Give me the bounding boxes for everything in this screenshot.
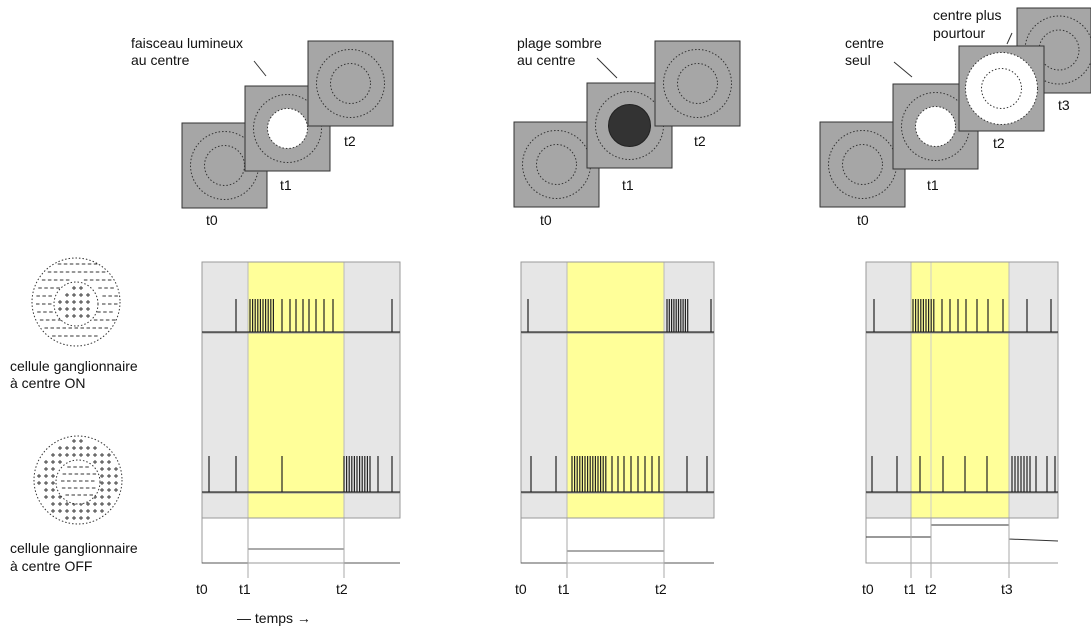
- frame-label-t0: t0: [206, 212, 218, 228]
- spike-train-off-cell: [202, 456, 400, 493]
- tick-t2: t2: [655, 581, 667, 597]
- off-cell-label-1: cellule ganglionnaire: [10, 540, 138, 556]
- caption-line-1: plage sombre: [517, 35, 602, 51]
- panel-center-surround: t0 t1 t2 t3 centre seul centre plus pour…: [819, 7, 1091, 597]
- on-center-receptive-field: [31, 257, 121, 347]
- stimulus-trace: [520, 518, 714, 578]
- tick-t2: t2: [925, 581, 937, 597]
- tick-t0: t0: [515, 581, 527, 597]
- spike-train-off-cell: [521, 456, 714, 493]
- frame-label-t1: t1: [622, 177, 634, 193]
- frame-label-t1: t1: [280, 177, 292, 193]
- off-cell-label-2: à centre OFF: [10, 558, 92, 574]
- frame-t2: [654, 40, 741, 127]
- dark-spot: [608, 104, 651, 147]
- frame-t0: [513, 121, 600, 208]
- stimulus-frames: [181, 40, 394, 209]
- caption-line-2: au centre: [517, 52, 576, 68]
- spike-train-on-cell: [202, 299, 400, 333]
- frame-label-t2: t2: [694, 133, 706, 149]
- frame-label-t1: t1: [927, 177, 939, 193]
- frame-t2: [307, 40, 394, 127]
- tick-t1: t1: [904, 581, 916, 597]
- tick-t0: t0: [196, 581, 208, 597]
- stimulus-frames: [819, 7, 1091, 208]
- tick-t3: t3: [1001, 581, 1013, 597]
- frame-label-t0: t0: [857, 212, 869, 228]
- caption-line-1: faisceau lumineux: [131, 35, 243, 51]
- caption-pointer: [596, 57, 618, 79]
- caption-center-surround-1: centre plus: [933, 7, 1001, 23]
- stimulus-band: [911, 262, 1009, 518]
- caption-center-alone-2: seul: [845, 52, 871, 68]
- tick-t1: t1: [239, 581, 251, 597]
- frame-label-t2: t2: [993, 135, 1005, 151]
- frame-t2: [958, 45, 1045, 132]
- panel-light-center: t0 t1 t2 faisceau lumineux au centre t0 …: [131, 35, 401, 626]
- tick-t1: t1: [558, 581, 570, 597]
- on-cell-label-2: à centre ON: [10, 375, 85, 391]
- stimulus-trace: [201, 518, 400, 578]
- caption-center-surround-2: pourtour: [933, 25, 985, 41]
- recording-on-cell: [201, 261, 401, 519]
- recording-on-cell: [865, 261, 1059, 519]
- on-cell-label-1: cellule ganglionnaire: [10, 358, 138, 374]
- caption-line-2: au centre: [131, 52, 190, 68]
- stimulus-band: [567, 262, 664, 518]
- stimulus-trace: [865, 518, 1059, 578]
- time-axis-label: — temps →: [237, 610, 311, 626]
- stimulus-frames: [513, 40, 741, 208]
- panel-dark-center: t0 t1 t2 plage sombre au centre t0 t1 t2: [513, 35, 741, 597]
- frame-label-t3: t3: [1058, 97, 1070, 113]
- caption-pointer-2: [1006, 32, 1013, 45]
- spike-train-on-cell: [521, 299, 714, 333]
- frame-label-t0: t0: [540, 212, 552, 228]
- frame-t0: [819, 121, 906, 208]
- off-center-receptive-field: [33, 435, 123, 525]
- tick-t2: t2: [336, 581, 348, 597]
- caption-pointer: [253, 60, 267, 77]
- caption-pointer: [893, 61, 913, 78]
- tick-t0: t0: [862, 581, 874, 597]
- spike-train-on-cell: [866, 299, 1058, 333]
- recording-on-cell: [520, 261, 715, 519]
- caption-center-alone-1: centre: [845, 35, 884, 51]
- spike-train-off-cell: [866, 456, 1058, 493]
- frame-label-t2: t2: [344, 133, 356, 149]
